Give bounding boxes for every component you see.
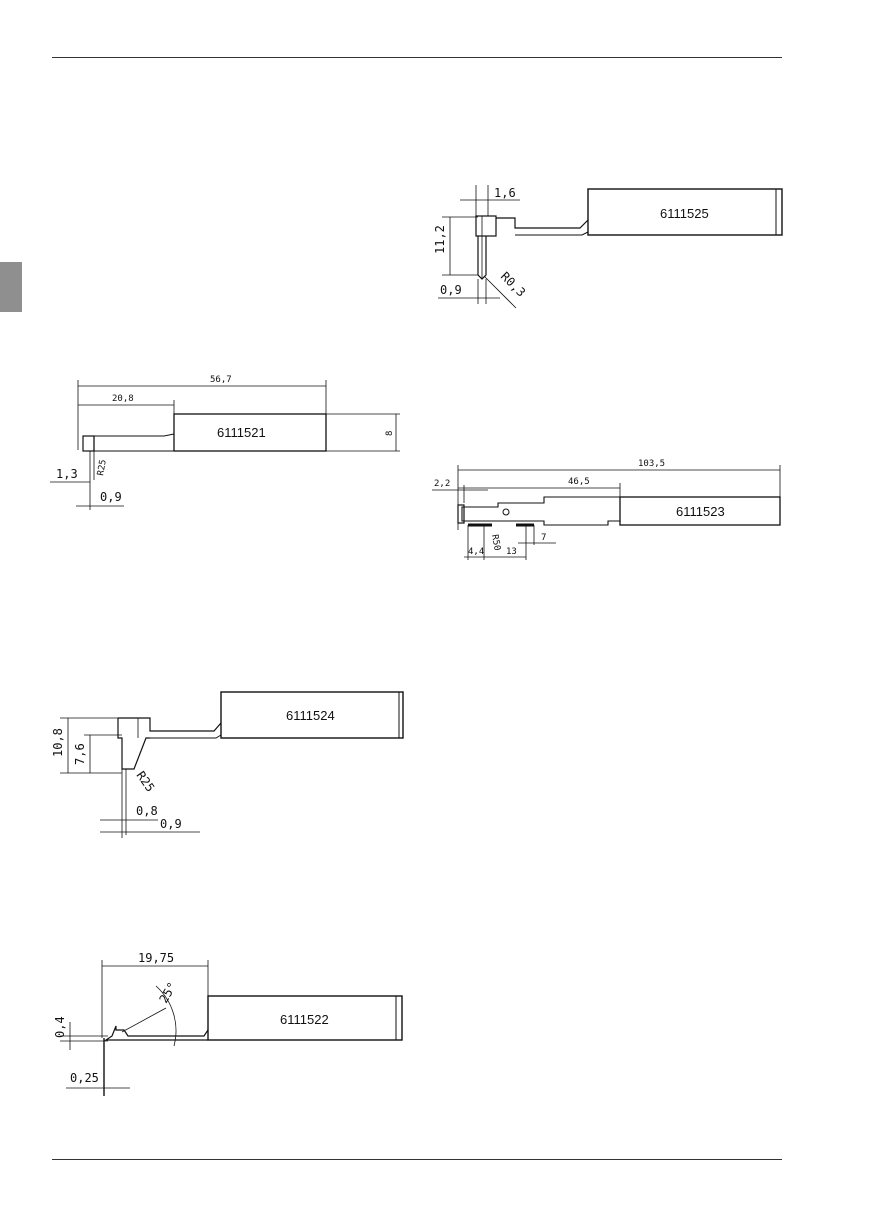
section-tab xyxy=(0,262,22,312)
drawing-6111521: 56,7 20,8 8 1,3 R25 0,9 6111521 xyxy=(50,370,410,515)
dim-step: 0,4 xyxy=(53,1016,67,1038)
part-number-6111523: 6111523 xyxy=(676,504,725,519)
drawing-6111523: 103,5 46,5 2,2 4,4 13 7 R50 6111523 xyxy=(428,455,788,570)
footer-rule xyxy=(52,1159,782,1160)
dim-step: 1,3 xyxy=(56,467,78,481)
dim-height: 10,8 xyxy=(51,728,65,757)
drawing-6111525: 1,6 11,2 0,9 R0,3 6111525 xyxy=(420,180,790,315)
drawing-6111524: 10,8 7,6 R25 0,8 0,9 6111524 xyxy=(50,685,410,840)
dim-tip: 0,25 xyxy=(70,1071,99,1085)
part-number-6111521: 6111521 xyxy=(217,425,266,440)
dim-radius: R25 xyxy=(96,459,109,477)
drawing-6111522: 19,75 25° 0,4 0,25 6111522 xyxy=(50,950,410,1100)
dim-depth: 7,6 xyxy=(73,743,87,765)
dim-tip-a: 0,8 xyxy=(136,804,158,818)
dim-radius: R0,3 xyxy=(498,269,528,299)
dim-width: 1,6 xyxy=(494,186,516,200)
dim-overall: 103,5 xyxy=(638,459,665,469)
dim-offset: 2,2 xyxy=(434,479,450,489)
dim-height: 11,2 xyxy=(433,225,447,254)
dim-radius: R50 xyxy=(489,534,502,552)
dim-b: 13 xyxy=(506,547,517,557)
dim-tip: 0,9 xyxy=(100,490,122,504)
dim-reach: 19,75 xyxy=(138,951,174,965)
part-number-6111525: 6111525 xyxy=(660,206,709,221)
part-number-6111522: 6111522 xyxy=(280,1012,329,1027)
dim-tip-b: 0,9 xyxy=(160,817,182,831)
dim-a: 4,4 xyxy=(468,547,484,557)
dim-c: 7 xyxy=(541,533,546,543)
dim-shank: 8 xyxy=(385,431,395,436)
dim-tip: 0,9 xyxy=(440,283,462,297)
header-rule xyxy=(52,57,782,58)
dim-reach: 46,5 xyxy=(568,477,590,487)
part-number-6111524: 6111524 xyxy=(286,708,335,723)
dim-radius: R25 xyxy=(134,769,158,795)
dim-overall: 56,7 xyxy=(210,375,232,385)
dim-reach: 20,8 xyxy=(112,394,134,404)
dim-angle: 25° xyxy=(156,980,179,1006)
